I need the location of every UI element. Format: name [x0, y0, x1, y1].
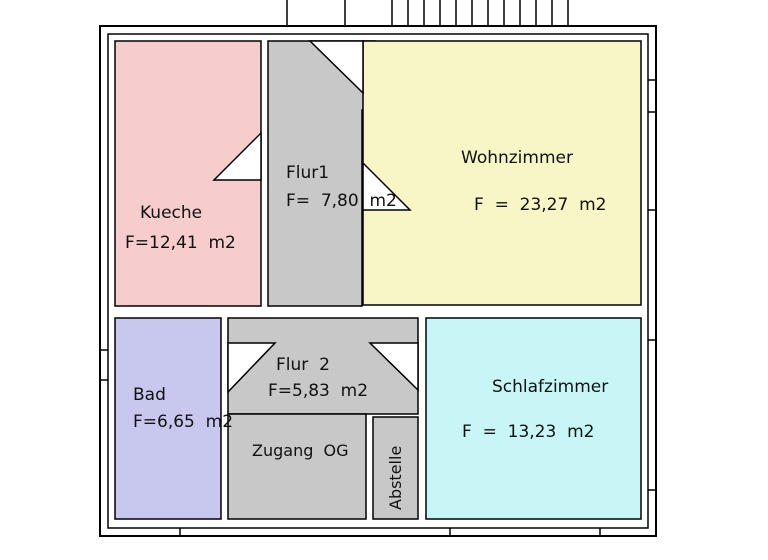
door-kueche	[212, 131, 262, 181]
door-schlafzimmer	[368, 342, 419, 392]
room-wohnzimmer	[362, 40, 642, 306]
room-schlafzimmer	[425, 317, 642, 520]
label-zugang-og: Zugang OG	[252, 441, 349, 460]
label-flur1-area: F= 7,80 m2	[286, 191, 397, 211]
label-bad-name: Bad	[133, 385, 166, 405]
door-flur1-top	[308, 40, 364, 95]
room-bad	[114, 317, 222, 520]
inner-wall-outline	[107, 33, 649, 529]
door-wohnzimmer	[362, 161, 412, 211]
top-wall-stubs	[286, 0, 569, 26]
label-schlafzimmer-name: Schlafzimmer	[492, 377, 608, 397]
label-kueche-name: Kueche	[140, 203, 202, 223]
label-wohnzimmer-area: F = 23,27 m2	[474, 195, 607, 215]
label-flur1-name: Flur1	[286, 163, 329, 183]
door-bad	[227, 342, 277, 394]
wall-ticks	[100, 79, 656, 536]
room-flur2	[227, 317, 419, 415]
label-kueche-area: F=12,41 m2	[125, 233, 236, 253]
label-schlafzimmer-area: F = 13,23 m2	[462, 422, 595, 442]
label-bad-area: F=6,65 m2	[133, 412, 233, 432]
label-flur2-name: Flur 2	[276, 355, 330, 375]
label-abstelle: Abstelle	[386, 446, 405, 510]
room-abstelle	[372, 416, 419, 520]
label-flur2-area: F=5,83 m2	[268, 381, 368, 401]
room-zugang-og	[227, 413, 367, 520]
label-wohnzimmer-name: Wohnzimmer	[461, 148, 573, 168]
room-kueche	[114, 40, 262, 307]
